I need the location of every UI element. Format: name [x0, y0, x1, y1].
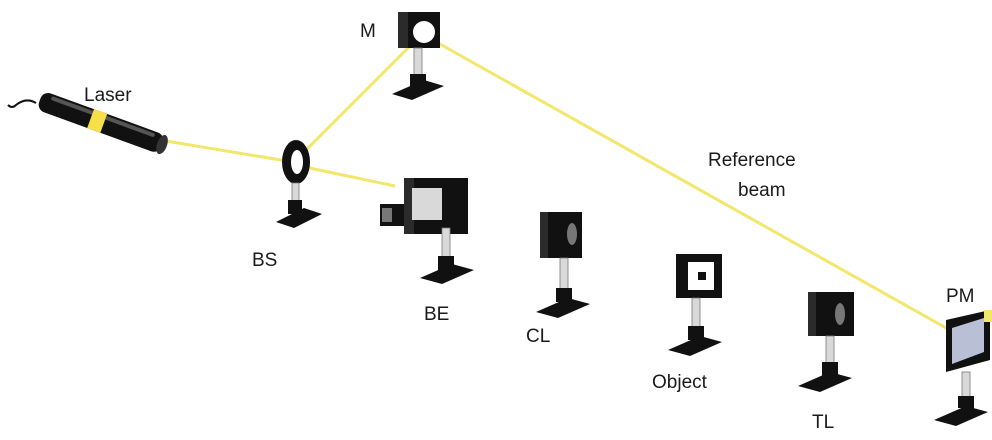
photo-medium-icon: [934, 310, 992, 426]
beam-bs-to-mirror: [294, 34, 422, 162]
label-tube-lens: TL: [812, 412, 834, 433]
object-icon: [668, 254, 722, 356]
tube-lens-icon: [798, 292, 854, 392]
beam-laser-to-bs: [159, 138, 294, 164]
beam-expander-icon: [380, 178, 474, 284]
beam-bs-to-be: [299, 164, 396, 188]
laser-icon: [7, 92, 168, 155]
laser-beams: [159, 32, 965, 340]
label-beam-expander: BE: [424, 304, 449, 325]
label-beam-splitter: BS: [252, 250, 277, 271]
beam-splitter-icon: [276, 140, 322, 228]
mirror-icon: [392, 12, 444, 100]
label-mirror: M: [360, 21, 376, 42]
label-object: Object: [652, 372, 708, 393]
reference-beam-line: [421, 32, 965, 340]
label-photo-medium: PM: [946, 286, 975, 307]
label-reference-beam-line1: Reference: [708, 150, 796, 171]
label-collimating-lens: CL: [526, 326, 550, 347]
label-reference-beam-line2: beam: [738, 180, 786, 201]
label-laser: Laser: [84, 85, 132, 106]
collimating-lens-icon: [536, 212, 590, 318]
